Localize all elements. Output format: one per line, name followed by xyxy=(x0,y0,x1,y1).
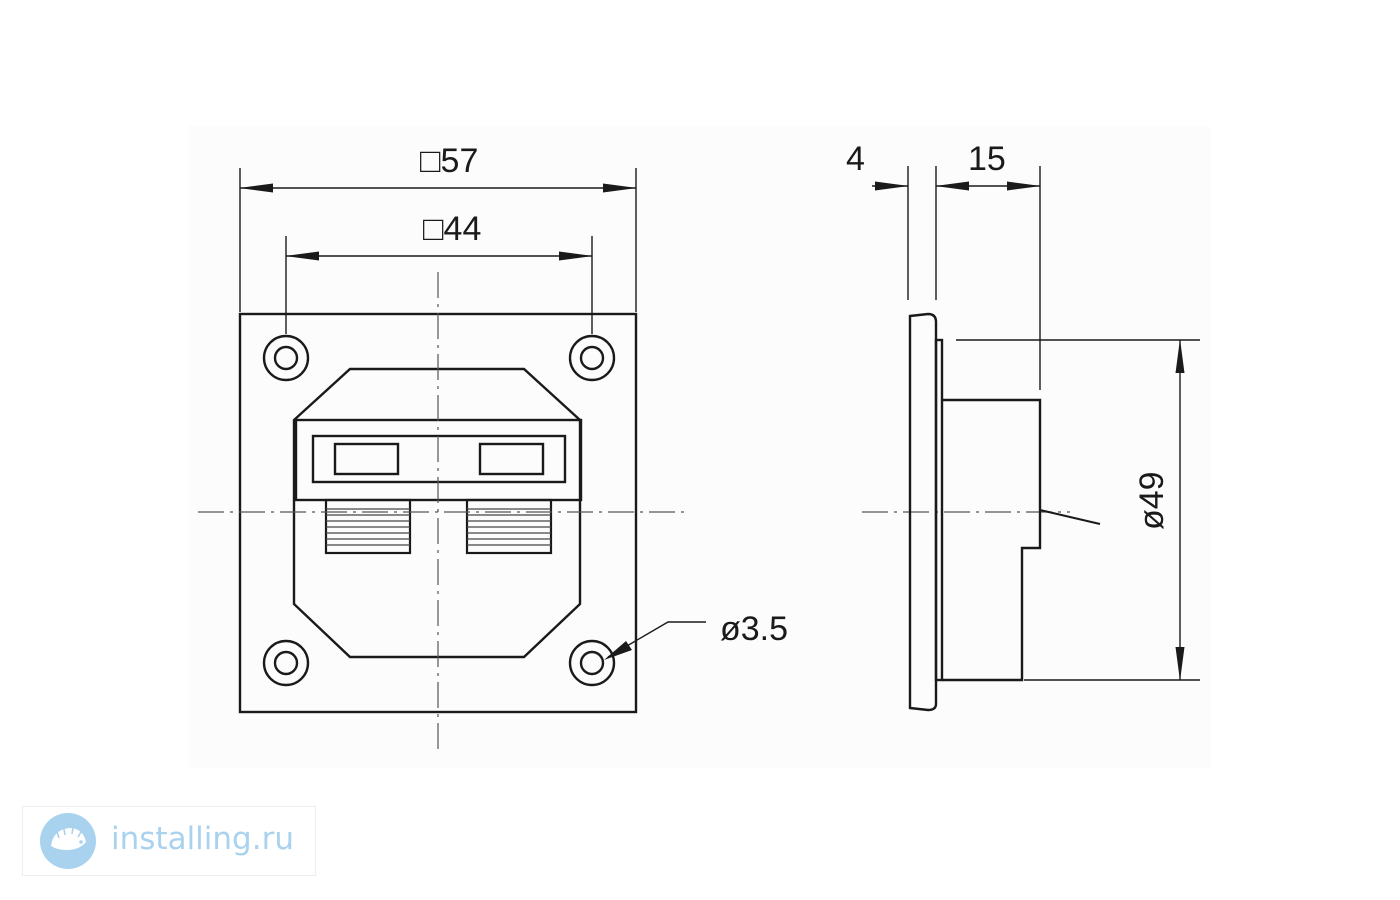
dimension-label-44: □44 xyxy=(423,210,481,248)
dimension-label-hole-diameter: ø3.5 xyxy=(720,610,788,648)
hedgehog-logo-icon xyxy=(40,813,96,869)
side-flange xyxy=(908,312,938,712)
side-flange-step xyxy=(934,338,944,682)
dimension-label-4: 4 xyxy=(846,140,865,178)
center-lines xyxy=(198,272,1070,752)
dimension-label-57: □57 xyxy=(420,142,478,180)
terminal-slot-right xyxy=(478,442,545,476)
watermark: installing.ru xyxy=(22,806,316,876)
dimension-label-49: ø49 xyxy=(1133,471,1171,530)
side-dimensions xyxy=(872,166,1200,681)
side-body-profile xyxy=(942,398,1042,682)
mounting-hole-top-left xyxy=(262,334,310,382)
terminal-housing-outline xyxy=(292,367,582,659)
leader-arrow-hole xyxy=(604,641,632,660)
push-tab-right xyxy=(465,498,553,555)
terminal-slot-left xyxy=(333,442,400,476)
front-dimensions xyxy=(239,168,706,658)
mounting-hole-bottom-left xyxy=(262,639,310,687)
push-tab-left xyxy=(324,498,412,555)
mounting-hole-top-right xyxy=(568,334,616,382)
side-wire xyxy=(1039,509,1101,525)
dimension-label-15: 15 xyxy=(968,140,1006,178)
side-view xyxy=(908,312,1042,712)
mounting-hole-bottom-right xyxy=(568,639,616,687)
watermark-text: installing.ru xyxy=(111,821,294,857)
terminal-strip-inner xyxy=(311,434,567,484)
drawing-sheet xyxy=(188,126,1210,768)
